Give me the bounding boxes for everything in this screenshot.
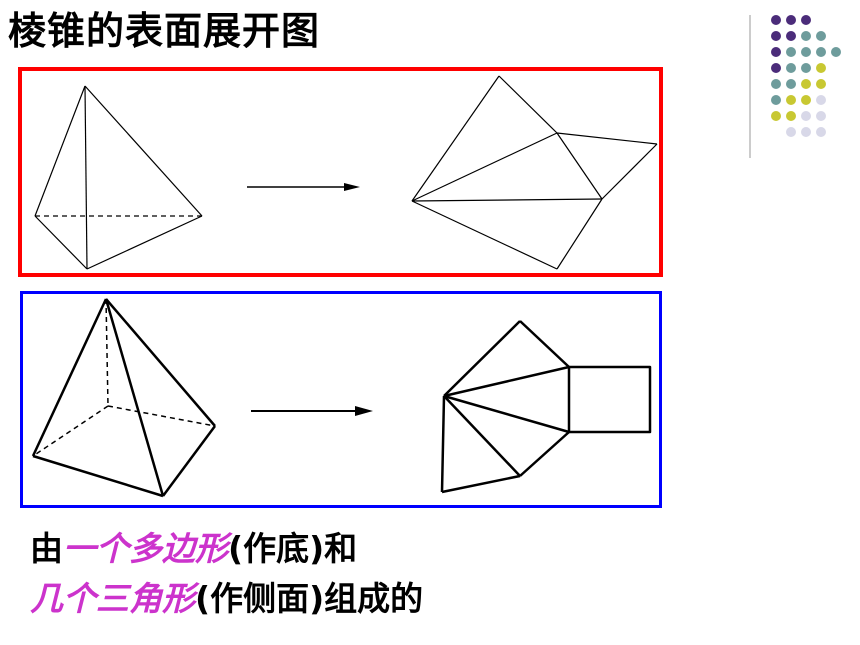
- caption-highlight-polygon: 一个多边形: [63, 529, 228, 568]
- right-arrow-icon-2: [251, 406, 373, 416]
- square-pyramid-net: [440, 320, 652, 494]
- caption-line-2: 几个三角形(作侧面)组成的: [30, 582, 423, 615]
- triangular-pyramid-panel: [18, 67, 663, 277]
- caption-line-1: 由一个多边形(作底)和: [30, 532, 357, 565]
- square-pyramid-solid: [31, 298, 217, 498]
- caption-prefix: 由: [30, 529, 63, 568]
- triangular-pyramid-net: [411, 75, 658, 270]
- square-pyramid-hidden-edges: [32, 298, 216, 457]
- triangular-pyramid-diagram: [34, 75, 658, 270]
- caption-suffix-base: (作底)和: [228, 529, 358, 568]
- caption-suffix-sides: (作侧面)组成的: [195, 579, 424, 618]
- right-arrow-icon: [247, 183, 360, 191]
- triangular-pyramid-solid: [34, 85, 203, 270]
- slide-title: 棱锥的表面展开图: [8, 9, 321, 53]
- caption-highlight-triangles: 几个三角形: [30, 579, 195, 618]
- square-pyramid-panel: [20, 291, 662, 508]
- dot-grid-icon: [749, 15, 841, 158]
- square-pyramid-diagram: [31, 298, 652, 498]
